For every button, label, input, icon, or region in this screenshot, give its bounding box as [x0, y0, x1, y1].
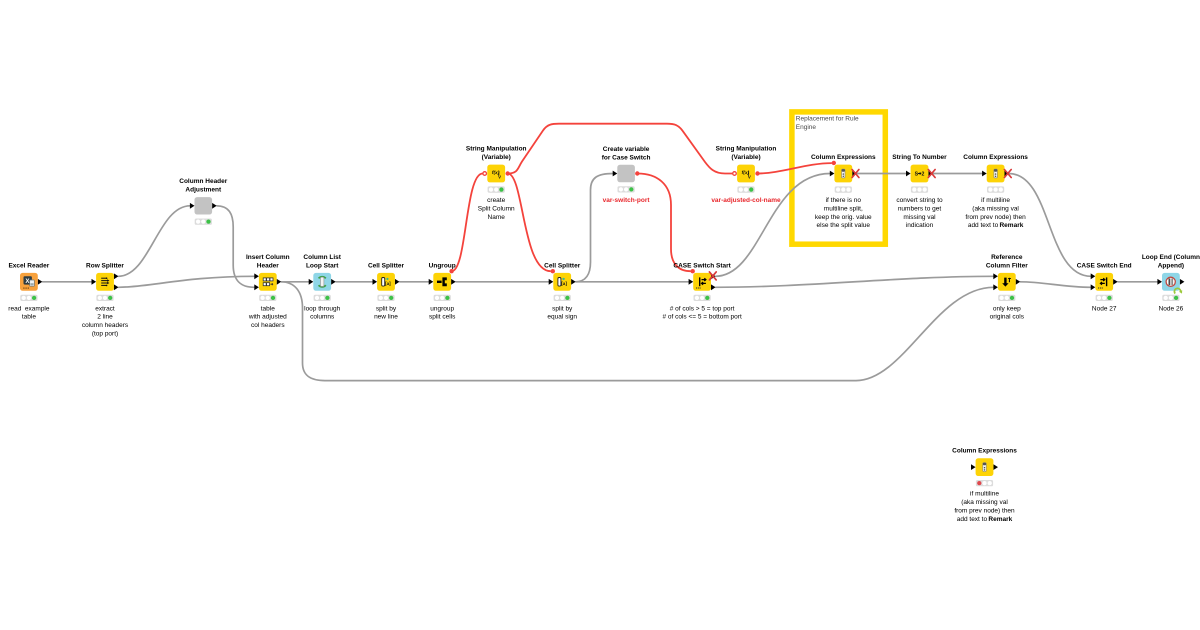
svg-text:for Case Switch: for Case Switch	[602, 154, 651, 161]
svg-text:Row Splitter: Row Splitter	[86, 262, 124, 269]
svg-text:V: V	[498, 175, 501, 180]
svg-text:f(x): f(x)	[742, 170, 750, 176]
svg-text:Name: Name	[488, 214, 506, 221]
svg-text:Column Filter: Column Filter	[986, 262, 1028, 269]
svg-text:split by: split by	[376, 305, 397, 312]
svg-text:create: create	[487, 197, 505, 204]
svg-text:Split Column: Split Column	[478, 205, 515, 212]
svg-text:Node 27: Node 27	[1092, 305, 1117, 312]
svg-text:with adjusted: with adjusted	[248, 314, 287, 321]
svg-text:String To Number: String To Number	[892, 154, 947, 161]
svg-text:add text to Remark: add text to Remark	[968, 222, 1024, 229]
svg-text:X: X	[25, 278, 30, 285]
svg-text:keep the orig. value: keep the orig. value	[815, 214, 872, 221]
svg-text:# of cols > 5 = top port: # of cols > 5 = top port	[670, 305, 735, 312]
svg-text:Loop Start: Loop Start	[306, 262, 339, 269]
svg-text:# of cols <= 5 = bottom port: # of cols <= 5 = bottom port	[662, 314, 742, 321]
svg-text:table: table	[261, 305, 275, 312]
svg-text:Cell Splitter: Cell Splitter	[544, 262, 581, 269]
svg-text:Replacement for Rule: Replacement for Rule	[796, 116, 859, 123]
svg-text:V: V	[748, 175, 751, 180]
svg-text:Cell Splitter: Cell Splitter	[368, 262, 405, 269]
svg-text:Loop End (Column: Loop End (Column	[1142, 254, 1200, 261]
svg-text:2 line: 2 line	[97, 314, 113, 321]
svg-text:String Manipulation: String Manipulation	[716, 146, 777, 153]
svg-text:2: 2	[921, 171, 924, 177]
svg-text:numbers to get: numbers to get	[898, 205, 942, 212]
svg-text:table: table	[22, 314, 36, 321]
svg-text:split cells: split cells	[429, 314, 456, 321]
svg-text:missing val: missing val	[903, 214, 936, 221]
svg-text:Header: Header	[257, 262, 280, 269]
svg-text:Reference: Reference	[991, 254, 1023, 261]
svg-text:[a]: [a]	[561, 281, 567, 286]
svg-text:(aka missing val: (aka missing val	[972, 205, 1019, 212]
svg-text:if there is no: if there is no	[826, 197, 862, 204]
svg-text:column headers: column headers	[82, 322, 129, 329]
svg-text:(top port): (top port)	[92, 331, 118, 338]
svg-text:(Variable): (Variable)	[731, 154, 760, 161]
svg-text:Excel Reader: Excel Reader	[8, 262, 49, 269]
svg-text:(aka missing val: (aka missing val	[961, 499, 1008, 506]
svg-text:Append): Append)	[1158, 262, 1184, 269]
svg-text:from prev node) then: from prev node) then	[954, 507, 1015, 514]
svg-text:original cols: original cols	[990, 314, 1025, 321]
svg-text:split by: split by	[552, 305, 573, 312]
svg-text:S: S	[915, 171, 919, 177]
svg-text:convert string to: convert string to	[896, 197, 943, 204]
svg-text:Column Expressions: Column Expressions	[952, 448, 1017, 455]
svg-text:extract: extract	[95, 305, 115, 312]
svg-text:f(x): f(x)	[492, 170, 500, 176]
svg-text:equal sign: equal sign	[547, 314, 577, 321]
svg-text:columns: columns	[310, 314, 335, 321]
svg-text:Ungroup: Ungroup	[429, 262, 456, 269]
svg-text:CASE Switch End: CASE Switch End	[1077, 262, 1132, 269]
svg-text:else the split value: else the split value	[817, 222, 871, 229]
svg-text:Column List: Column List	[303, 254, 341, 261]
svg-text:loop through: loop through	[304, 305, 341, 312]
svg-text:Create variable: Create variable	[603, 146, 650, 153]
svg-text:CASE Switch Start: CASE Switch Start	[673, 262, 731, 269]
svg-text:only keep: only keep	[993, 305, 1021, 312]
svg-text:Column Expressions: Column Expressions	[811, 154, 876, 161]
svg-text:if multiline: if multiline	[970, 491, 999, 498]
svg-text:indication: indication	[906, 222, 934, 229]
svg-text:Column Header: Column Header	[179, 178, 228, 185]
svg-text:from prev node) then: from prev node) then	[965, 214, 1026, 221]
svg-text:if multiline: if multiline	[981, 197, 1010, 204]
svg-text:Column Expressions: Column Expressions	[963, 154, 1028, 161]
svg-text:new line: new line	[374, 314, 398, 321]
svg-text:String Manipulation: String Manipulation	[466, 146, 527, 153]
svg-text:(Variable): (Variable)	[482, 154, 511, 161]
svg-text:add text to Remark: add text to Remark	[957, 516, 1013, 523]
svg-text:read example: read example	[8, 305, 50, 312]
svg-text:Adjustment: Adjustment	[185, 187, 222, 194]
svg-text:ungroup: ungroup	[430, 305, 454, 312]
svg-text:var-switch-port: var-switch-port	[603, 197, 651, 204]
svg-text:Insert Column: Insert Column	[246, 254, 290, 261]
svg-text:Engine: Engine	[796, 124, 817, 131]
svg-text:col headers: col headers	[251, 322, 285, 329]
svg-text:multiline split,: multiline split,	[824, 205, 863, 212]
svg-text:var-adjusted-col-name: var-adjusted-col-name	[711, 197, 781, 204]
svg-text:Node 26: Node 26	[1159, 305, 1184, 312]
svg-text:[a]: [a]	[385, 281, 391, 286]
